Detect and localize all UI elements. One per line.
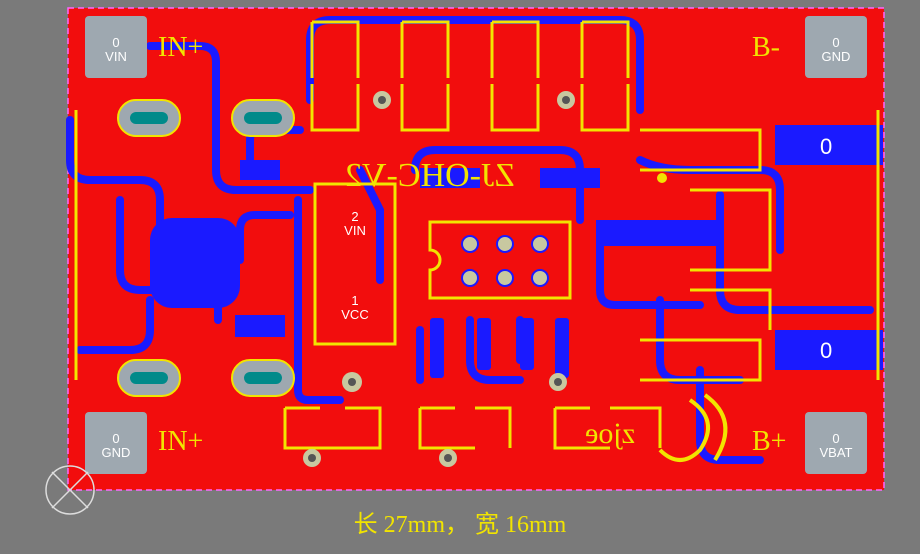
pad-chip-vcc: 1 VCC <box>315 294 395 322</box>
pad-gnd-top: 0 GND <box>805 36 867 64</box>
pad-gnd-top-num: 0 <box>832 35 840 50</box>
via-holes <box>303 91 667 467</box>
pad-right-top-num: 0 <box>820 134 833 159</box>
pad-vbat-name: VBAT <box>819 445 853 460</box>
silk-in-plus-bottom: IN+ <box>158 426 204 457</box>
silk-logo-text: zjoe <box>585 417 635 450</box>
pad-chip-vin-name: VIN <box>344 223 366 238</box>
pad-chip-vcc-name: VCC <box>341 307 369 322</box>
pad-right-bottom-num: 0 <box>820 338 833 363</box>
origin-marker <box>45 465 95 515</box>
pad-chip-vcc-num: 1 <box>351 293 359 308</box>
pad-gnd-bottom-name: GND <box>101 445 131 460</box>
silk-in-plus-top: IN+ <box>158 32 204 63</box>
pad-vin-num: 0 <box>112 35 120 50</box>
pad-vbat-num: 0 <box>832 431 840 446</box>
pad-chip-vin-num: 2 <box>351 209 359 224</box>
pad-vbat: 0 VBAT <box>805 432 867 460</box>
oval-pads <box>117 99 295 397</box>
silk-b-plus: B+ <box>752 426 787 457</box>
pad-gnd-bottom: 0 GND <box>85 432 147 460</box>
logo-mark <box>658 393 728 462</box>
pad-vin: 0 VIN <box>85 36 147 64</box>
ic-thermal-vias <box>461 235 549 287</box>
bottom-layer-fills <box>150 125 883 378</box>
silk-b-minus: B- <box>752 32 780 63</box>
pad-gnd-top-name: GND <box>821 49 851 64</box>
pad-gnd-bottom-num: 0 <box>112 431 120 446</box>
dimension-caption: 长 27mm， 宽 16mm <box>353 512 567 538</box>
pad-vin-name: VIN <box>105 49 127 64</box>
square-pads <box>85 16 867 474</box>
board-outline <box>67 7 885 491</box>
pad-chip-vin: 2 VIN <box>315 210 395 238</box>
silkscreen-outlines <box>74 20 880 450</box>
silk-part-id: ZJ-OHC-V2 <box>345 157 515 194</box>
